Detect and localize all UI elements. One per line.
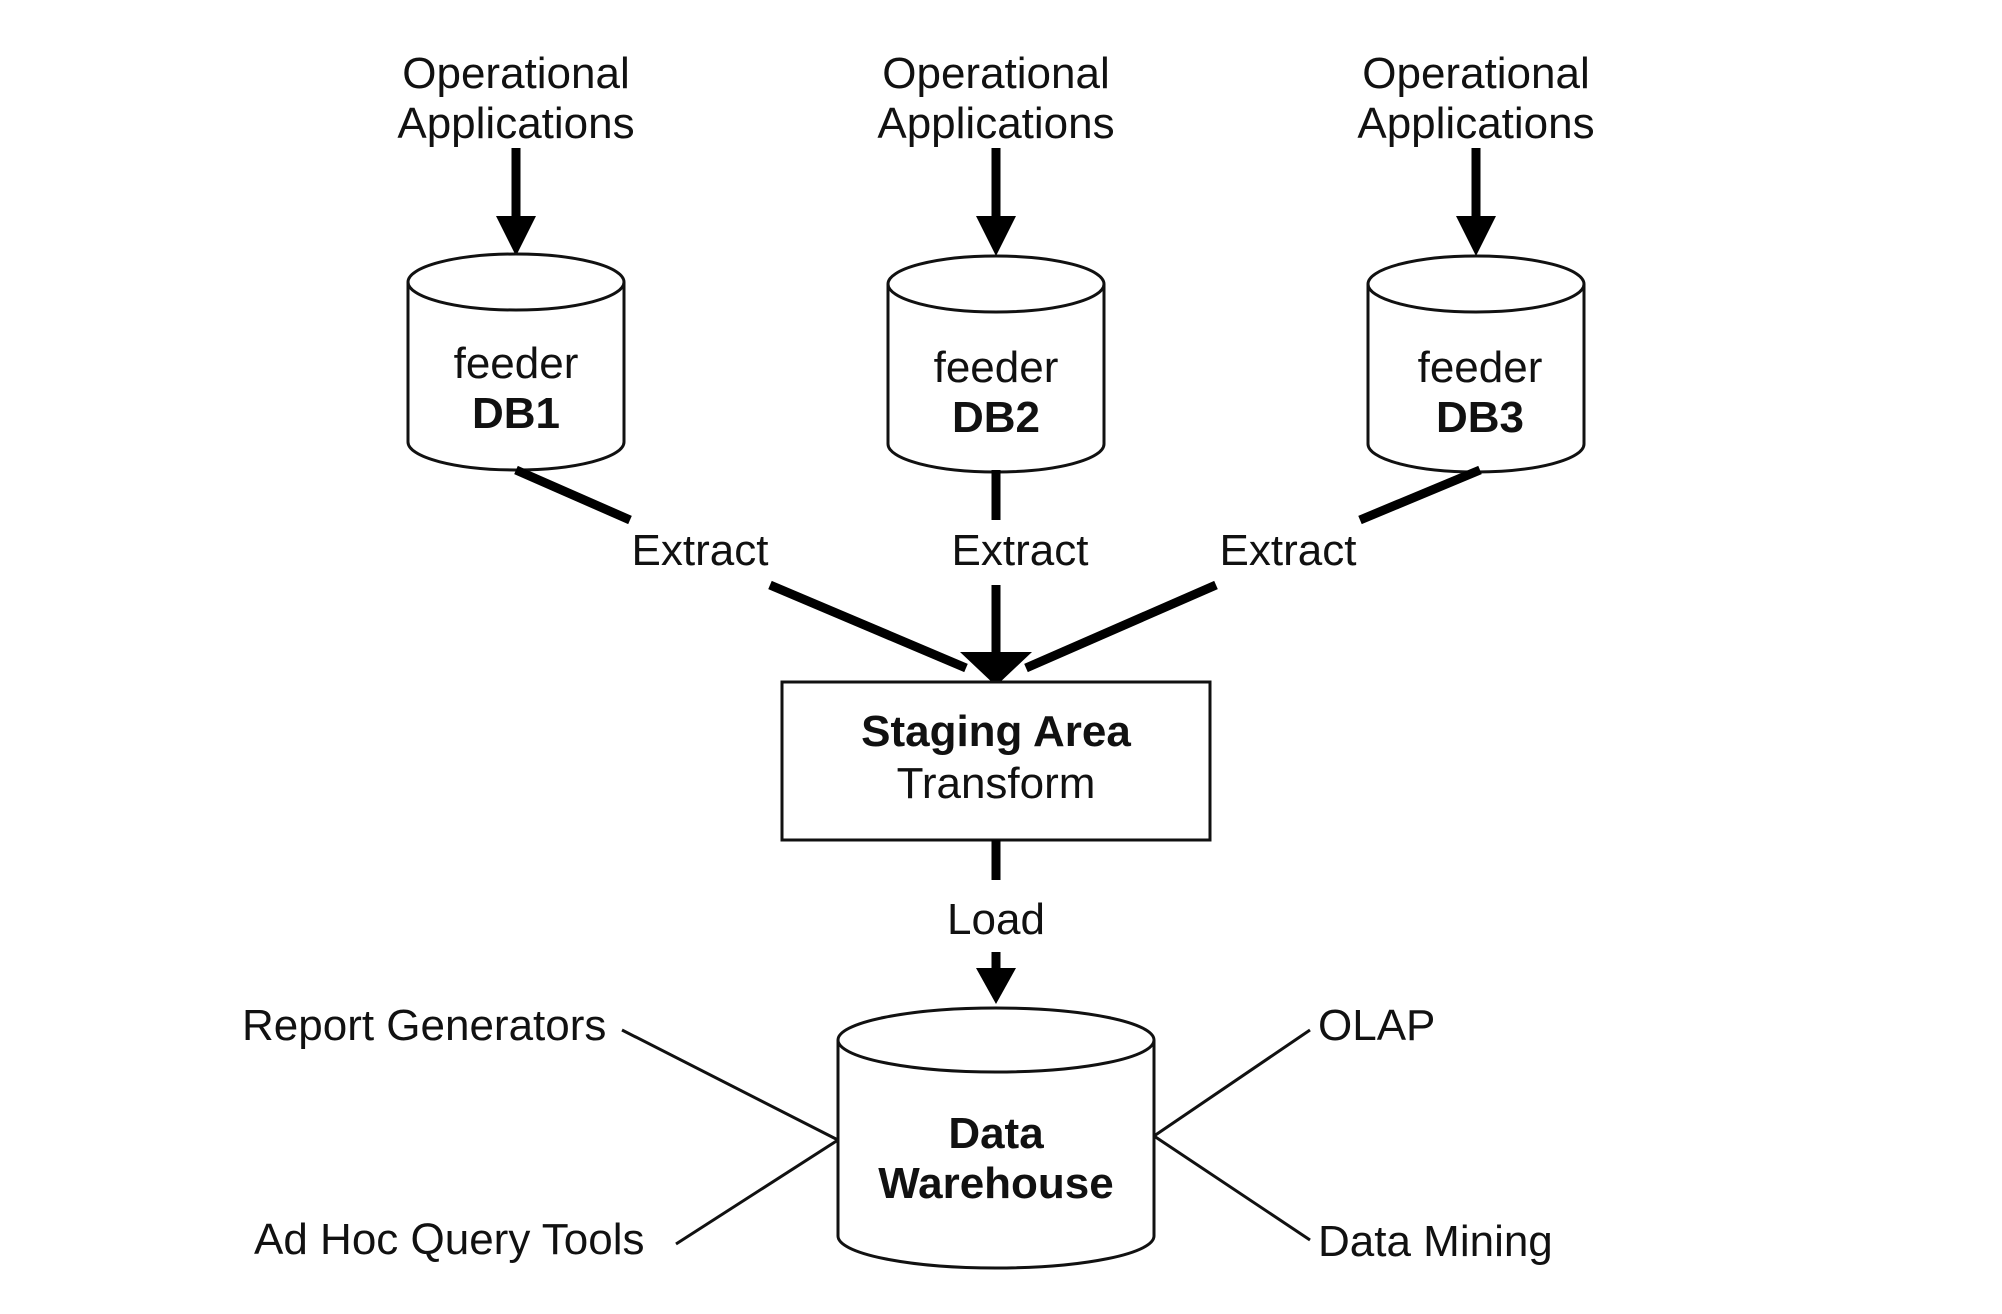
extract-1-line-top (514, 465, 632, 525)
tool-ad-hoc-query-tools: Ad Hoc Query Tools (254, 1215, 644, 1264)
tool-olap: OLAP (1318, 1001, 1435, 1050)
feeder-db1-cylinder (406, 252, 626, 472)
staging-area-subtitle: Transform (897, 759, 1096, 808)
source-1-label-line2: Applications (397, 99, 634, 148)
tool-data-mining: Data Mining (1318, 1217, 1553, 1266)
feeder-db1-name: DB1 (472, 389, 560, 438)
source-2-label-line2: Applications (877, 99, 1114, 148)
extract-3-label: Extract (1220, 526, 1357, 575)
feeder-db1-label: feeder (454, 339, 579, 388)
source-1-arrowhead (496, 216, 536, 256)
load-arrowhead (976, 968, 1016, 1004)
tool-ad-hoc-query-tools-connector (675, 1138, 839, 1246)
source-3-label-line2: Applications (1357, 99, 1594, 148)
tool-report-generators-connector (621, 1028, 839, 1142)
feeder-db2-label: feeder (934, 343, 1059, 392)
source-2-arrowhead (976, 216, 1016, 256)
tool-olap-connector (1153, 1028, 1311, 1138)
source-2-label-line1: Operational (882, 49, 1109, 98)
staging-area-box (780, 680, 1212, 842)
extract-2-label: Extract (952, 526, 1089, 575)
data-warehouse-line1: Data (948, 1109, 1044, 1158)
source-1-label-line1: Operational (402, 49, 629, 98)
tool-data-mining-connector (1153, 1134, 1311, 1242)
data-warehouse-cylinder (836, 1006, 1156, 1270)
data-warehouse-line2: Warehouse (878, 1159, 1114, 1208)
extract-1-label: Extract (632, 526, 769, 575)
extract-3-line-top (1358, 465, 1482, 525)
feeder-db2-name: DB2 (952, 393, 1040, 442)
tool-report-generators: Report Generators (242, 1001, 606, 1050)
source-3-label-line1: Operational (1362, 49, 1589, 98)
feeder-db3-label: feeder (1418, 343, 1543, 392)
extract-3-line-bottom (1024, 580, 1218, 673)
extract-1-line-bottom (768, 580, 968, 673)
staging-area-title: Staging Area (861, 707, 1131, 756)
source-3-arrowhead (1456, 216, 1496, 256)
extract-arrowheads (960, 652, 1032, 686)
load-label: Load (947, 895, 1045, 944)
feeder-db3-name: DB3 (1436, 393, 1524, 442)
feeder-db2-cylinder (886, 254, 1106, 474)
